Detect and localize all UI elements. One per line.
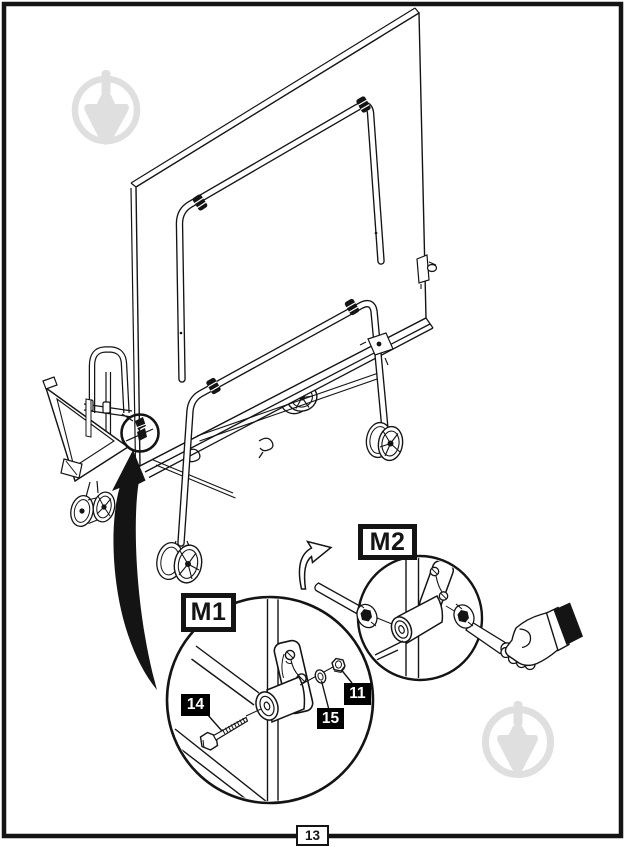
assembly-direction-arrow [112,450,157,690]
washer-15-part [314,669,327,684]
panel-edge-band [139,317,434,479]
bolt-14-part [199,716,249,751]
leg-hinge-bracket [359,332,394,366]
part-label-14: 14 [181,694,210,716]
m2-frame-spacer [390,595,444,645]
trolley-caster-wheels [70,480,116,527]
trolley-bracket-plate [42,376,130,483]
detail-label-m1: M1 [181,593,236,632]
part-label-15: 15 [317,708,344,729]
nut-11-part [331,657,346,674]
tube-pin-dot [179,331,183,335]
part-leader-lines [206,669,353,732]
right-transport-wheel [365,421,404,462]
tube-clamps [192,96,371,395]
left-wrench [314,582,378,629]
panel-latch [416,254,438,289]
detail-view-m2 [314,554,583,682]
tube-pin-dot [374,231,378,235]
sleeve [553,602,583,645]
detail-label-m2: M2 [358,524,417,560]
page-number: 13 [296,825,329,846]
folding-linkage [151,372,379,499]
highlight-callout-circle [120,413,160,453]
rotation-arrow [298,540,333,590]
detail-view-m1 [165,595,375,805]
shirt-cuff [545,606,570,652]
trowel-logo-watermark-top-left [71,70,141,145]
lower-leg-frame-tube [177,299,389,547]
trowel-logo-watermark-bottom-right [482,701,554,778]
m1-frame-spacer [255,676,306,724]
left-transport-wheels [156,540,203,584]
part-label-11: 11 [344,683,371,705]
